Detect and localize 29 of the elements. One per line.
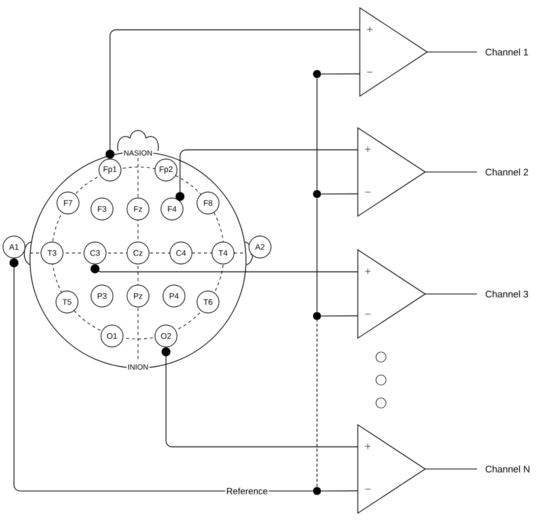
channel-label: Channel 3 xyxy=(486,290,528,298)
wire xyxy=(320,73,360,74)
wire xyxy=(176,149,358,201)
wire xyxy=(162,347,358,448)
wire xyxy=(316,198,318,312)
amplifier-triangle: + − xyxy=(357,249,426,339)
amplifier-triangle: + − xyxy=(357,127,426,217)
wire xyxy=(320,193,358,194)
ellipsis-circle xyxy=(376,398,386,408)
ellipsis-circle xyxy=(376,374,386,386)
wire xyxy=(10,258,314,492)
wire xyxy=(90,264,358,274)
channel-label: Channel 1 xyxy=(486,48,528,56)
edge-label: Reference xyxy=(225,486,269,496)
junction-dot xyxy=(313,487,321,495)
channel-label: Channel N xyxy=(486,466,530,472)
amplifier-triangle: + − xyxy=(359,7,428,97)
wire xyxy=(316,78,318,190)
channel-label: Channel 2 xyxy=(486,168,528,176)
wire xyxy=(316,320,318,488)
wire xyxy=(320,490,358,492)
junction-dot xyxy=(313,190,321,198)
wire xyxy=(106,29,360,159)
junction-dot xyxy=(313,312,321,320)
ellipsis-circle xyxy=(376,352,386,362)
junction-dot xyxy=(313,70,321,78)
amplifier-triangle: + − xyxy=(357,424,426,514)
wire xyxy=(320,315,358,316)
wire xyxy=(424,468,478,470)
